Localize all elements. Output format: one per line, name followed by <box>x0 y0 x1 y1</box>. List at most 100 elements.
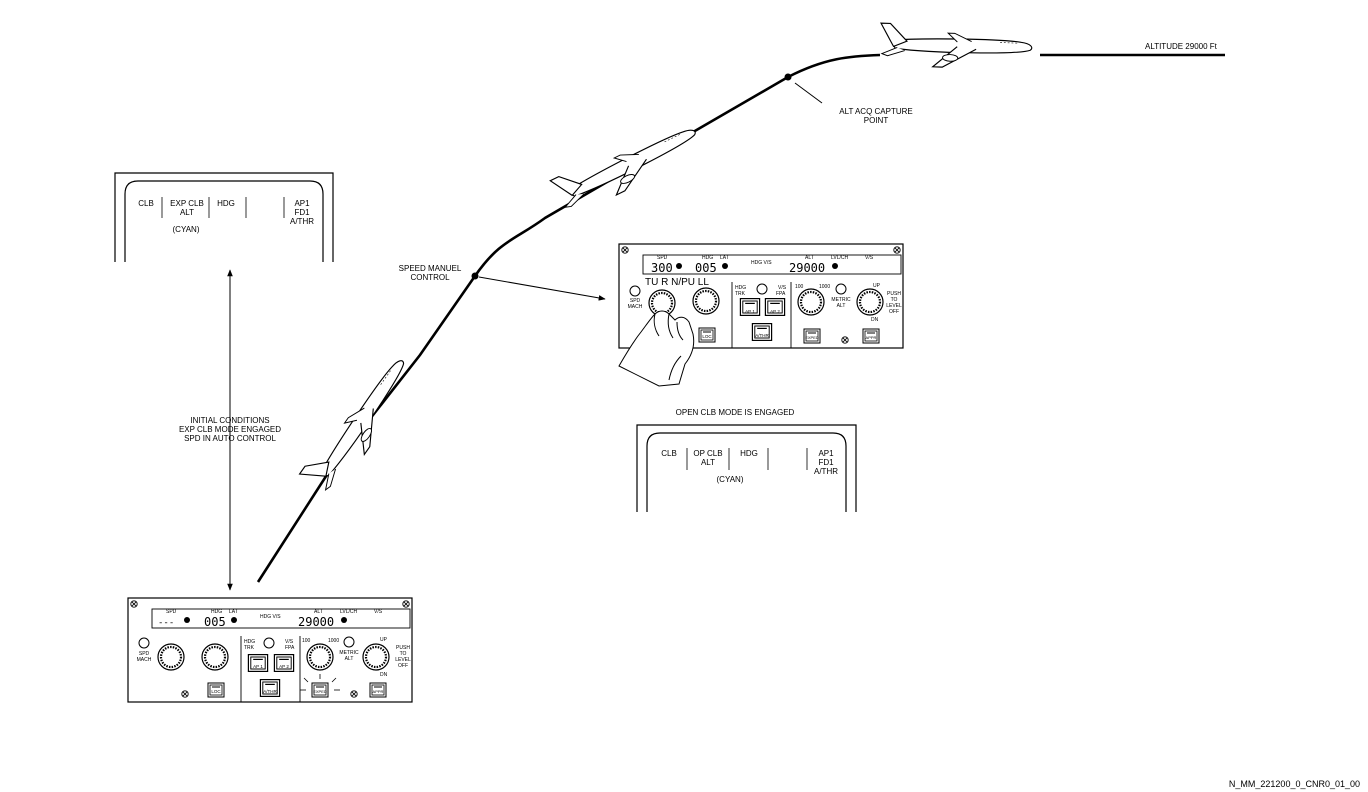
airplane-climb-icon <box>549 113 706 219</box>
ap2-label: AP 2 <box>279 664 289 669</box>
fcu2-alt-dot <box>832 263 838 269</box>
fcu2-hdg-dot <box>722 263 728 269</box>
fma-open-color-note: (CYAN) <box>717 475 744 484</box>
hdg-managed-dot <box>231 617 237 623</box>
fcu2-hdg-trk-2: TRK <box>735 291 746 297</box>
fcu-hdg-value: 005 <box>204 615 226 629</box>
fcu-hdg-label: HDG <box>211 609 222 615</box>
fcu2-vs-knob[interactable] <box>855 287 885 317</box>
alt-acq-point <box>784 73 792 81</box>
alt-acq-label-1: ALT ACQ CAPTURE <box>839 107 913 116</box>
fcu2-loc-label: LOC <box>702 334 712 339</box>
fcu2-scale-1000: 1000 <box>819 284 830 290</box>
fma-col2b: ALT <box>180 208 194 217</box>
metric-label-2: ALT <box>345 656 354 662</box>
initial-label-3: SPD IN AUTO CONTROL <box>184 434 276 443</box>
speed-manuel-label-2: CONTROL <box>410 273 450 282</box>
fcu2-vs-fpa-1: V/S <box>778 285 787 291</box>
fcu2-ap1-label: AP 1 <box>745 309 755 314</box>
ap1-label: AP 1 <box>253 664 263 669</box>
airplane-steep-climb-icon <box>299 349 422 499</box>
fcu2-spd-mach-1: SPD <box>630 298 641 304</box>
metric-alt-button[interactable] <box>343 636 355 648</box>
fcu2-exped-label: EXPED <box>805 335 819 340</box>
metric-label-1: METRIC <box>339 650 359 656</box>
exped-active-rays <box>300 674 340 691</box>
fma-open-col5a: AP1 <box>818 449 834 458</box>
altitude-knob[interactable] <box>305 642 335 672</box>
fma-col5c: A/THR <box>290 217 314 226</box>
push-label-4: OFF <box>398 663 408 669</box>
push-label-3: LEVEL <box>395 657 411 663</box>
fcu2-alt-value: 29000 <box>789 261 825 275</box>
fma-col5b: FD1 <box>294 208 310 217</box>
figure-id: N_MM_221200_0_CNR0_01_00 <box>1229 779 1360 789</box>
fcu2-heading-knob[interactable] <box>691 286 721 316</box>
airplane-cruise-icon <box>878 22 1034 71</box>
fcu2-ap2-label: AP 2 <box>770 309 780 314</box>
initial-label-1: INITIAL CONDITIONS <box>190 416 269 425</box>
fcu2-metric-2: ALT <box>837 303 846 309</box>
fcu2-hdgvs-label: HDG V/S <box>751 260 772 266</box>
fcu2-push-2: TO <box>891 297 898 303</box>
fcu-spd-label: SPD <box>166 609 177 615</box>
fcu2-metric-button[interactable] <box>835 283 847 295</box>
fcu2-push-3: LEVEL <box>886 303 902 309</box>
scale-100-label: 100 <box>302 638 311 644</box>
loc-label: LOC <box>211 689 221 694</box>
hdg-trk-button[interactable] <box>263 637 275 649</box>
fcu2-spd-value: 300 <box>651 261 673 275</box>
fcu2-scale-100: 100 <box>795 284 804 290</box>
fcu-hdgvs-label: HDG V/S <box>260 614 281 620</box>
fcu2-push-4: OFF <box>889 309 899 315</box>
fcu-alt-value: 29000 <box>298 615 334 629</box>
open-clb-label: OPEN CLB MODE IS ENGAGED <box>676 408 795 417</box>
fcu2-metric-1: METRIC <box>831 297 851 303</box>
fcu2-athr-label: A/THR <box>755 333 769 338</box>
fma-open-col2a: OP CLB <box>693 449 722 458</box>
fcu2-hdg-value: 005 <box>695 261 717 275</box>
vs-knob[interactable] <box>361 642 391 672</box>
fcu2-hdg-trk-1: HDG <box>735 285 746 291</box>
alt-acq-label-2: POINT <box>864 116 889 125</box>
speed-arrow <box>478 276 606 301</box>
fma-col5a: AP1 <box>294 199 310 208</box>
fcu2-up: UP <box>873 283 881 289</box>
heading-knob[interactable] <box>200 642 230 672</box>
fcu-vs-label: V/S <box>374 609 383 615</box>
fcu2-vs-label: V/S <box>865 255 874 261</box>
fma-col3: HDG <box>217 199 235 208</box>
dn-label: DN <box>380 672 388 678</box>
alt-managed-dot <box>341 617 347 623</box>
initial-label-2: EXP CLB MODE ENGAGED <box>179 425 281 434</box>
fcu-initial: SPD HDG LAT HDG V/S ALT LVL/CH V/S --- 0… <box>127 597 413 703</box>
fcu2-lvlch-label: LVL/CH <box>831 255 849 261</box>
fcu-lvlch-label: LVL/CH <box>340 609 358 615</box>
fcu2-hdg-label: HDG <box>702 255 713 261</box>
fcu2-alt-label: ALT <box>805 255 814 261</box>
spd-mach-label-1: SPD <box>139 651 150 657</box>
fcu2-appr-label: APPR <box>866 335 877 340</box>
fcu2-hdg-trk-button[interactable] <box>756 283 768 295</box>
speed-knob[interactable] <box>156 642 186 672</box>
fcu2-spd-mach-2: MACH <box>628 304 643 310</box>
appr-label: APPR <box>373 689 384 694</box>
fma-initial: CLB EXP CLB ALT HDG AP1 FD1 A/THR (CYAN) <box>114 172 334 262</box>
scale-1000-label: 1000 <box>328 638 339 644</box>
push-label-2: TO <box>400 651 407 657</box>
hdg-trk-label-1: HDG <box>244 639 255 645</box>
speed-manuel-label-1: SPEED MANUEL <box>399 264 462 273</box>
fcu2-spd-mach-button[interactable] <box>629 285 641 297</box>
spd-managed-dot <box>184 617 190 623</box>
speed-manual-point <box>471 272 479 280</box>
fma-open-col1: CLB <box>661 449 677 458</box>
spd-mach-button[interactable] <box>138 637 150 649</box>
fcu2-push-1: PUSH <box>887 291 901 297</box>
fma-open-col2b: ALT <box>701 458 715 467</box>
fma-col2a: EXP CLB <box>170 199 204 208</box>
fma-open-col5b: FD1 <box>818 458 834 467</box>
exped-label: EXPED <box>313 689 327 694</box>
fma-col1: CLB <box>138 199 154 208</box>
fcu2-altitude-knob[interactable] <box>796 287 826 317</box>
